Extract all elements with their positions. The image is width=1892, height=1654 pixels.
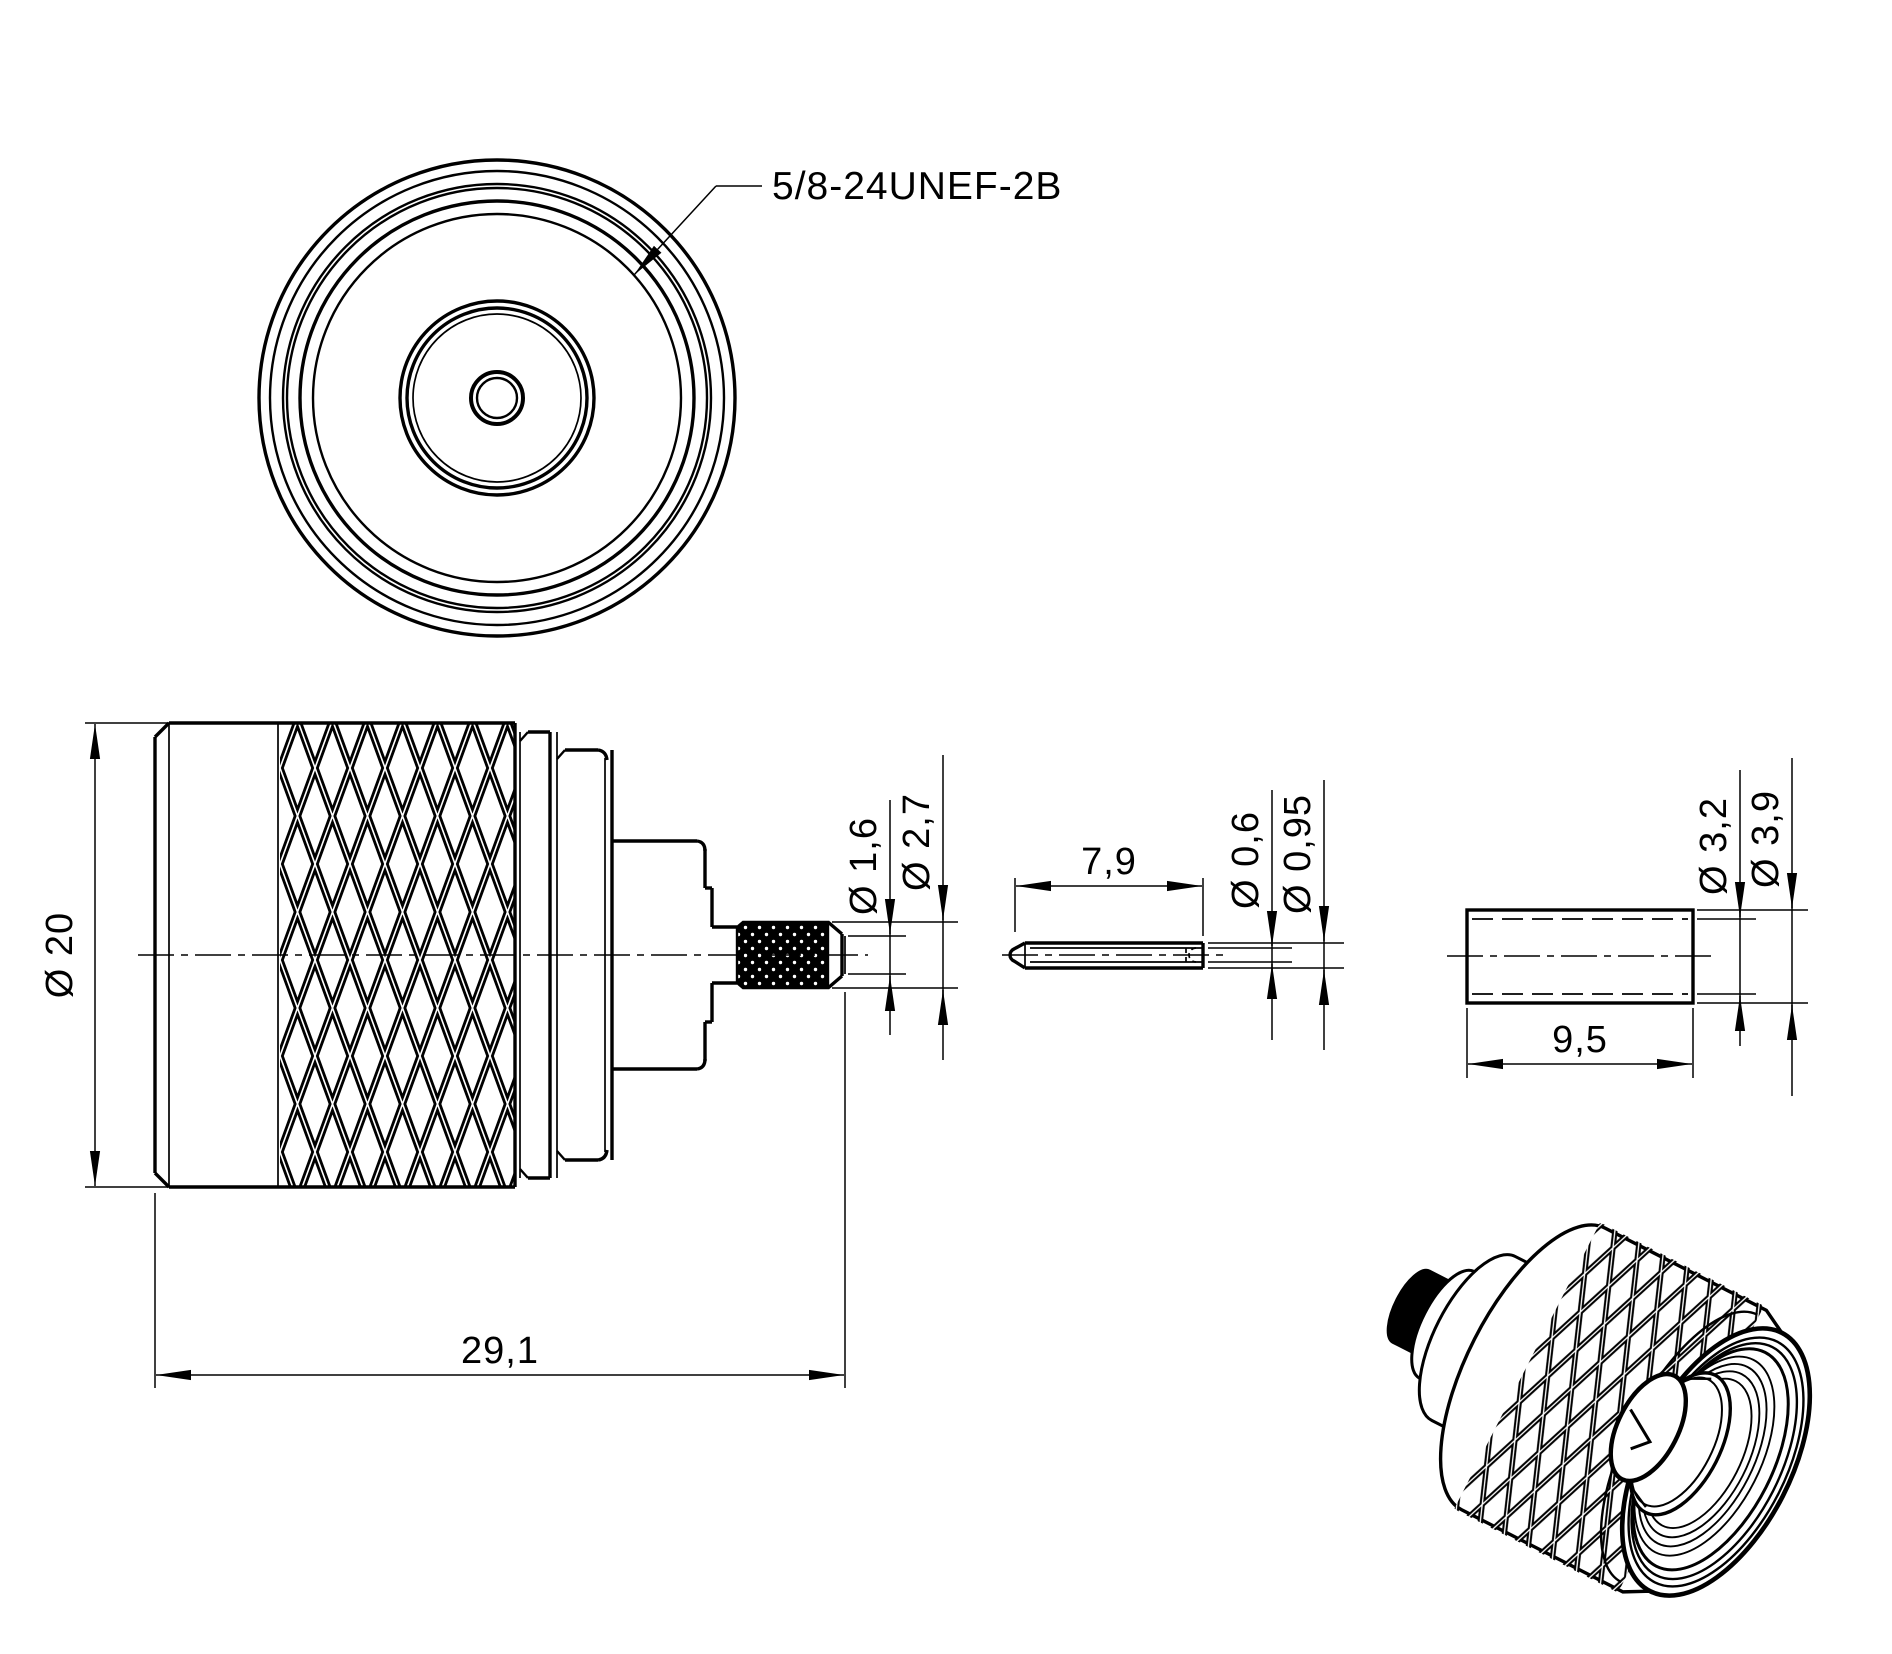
pin-body-diameter-value: Ø 0,95 [1277,794,1319,914]
pin-length-value: 7,9 [1081,841,1137,883]
dim-pin-body-diameter: Ø 0,95 [1208,780,1344,1050]
side-view: Ø 20 29,1 Ø 1,6 Ø 2,7 [39,721,958,1388]
iso-center-pin [1629,1408,1653,1451]
dim-body-length: 29,1 [154,992,846,1388]
ferrule-length-value: 9,5 [1552,1019,1608,1061]
crimp-knurl-diameter-value: Ø 2,7 [896,793,938,891]
pin-view: 7,9 Ø 0,6 Ø 0,95 [1002,780,1344,1050]
iso-dielectric-face [1608,1371,1689,1484]
dim-ferrule-inner-diameter: Ø 3,2 [1693,770,1756,1046]
ferrule-view: Ø 3,2 Ø 3,9 9,5 [1447,758,1808,1096]
pin-tail-diameter-value: Ø 0,6 [1225,811,1267,909]
thread-leader-line [633,185,717,276]
dim-pin-length: 7,9 [1014,841,1204,936]
dim-crimp-knurl-diameter: Ø 2,7 [832,755,958,1060]
dim-pin-tail-diameter: Ø 0,6 [1208,790,1292,1040]
front-view: 5/8-24UNEF-2B [257,158,1062,638]
dim-ferrule-outer-diameter: Ø 3,9 [1697,758,1808,1096]
body-diameter-value: Ø 20 [39,912,81,998]
dim-ferrule-length: 9,5 [1466,1008,1694,1078]
iso-view [1386,1222,1813,1598]
thread-spec-label: 5/8-24UNEF-2B [772,165,1062,208]
iso-knurl-texture [1454,1222,1765,1593]
rear-bore-diameter-value: Ø 1,6 [843,817,885,915]
dim-body-diameter: Ø 20 [39,722,170,1188]
dim-rear-bore-diameter: Ø 1,6 [843,800,906,1035]
front-view-circles [257,158,737,638]
ferrule-outer-diameter-value: Ø 3,9 [1745,790,1787,888]
thread-callout: 5/8-24UNEF-2B [633,165,1062,276]
ferrule-inner-diameter-value: Ø 3,2 [1693,797,1735,895]
body-length-value: 29,1 [461,1330,539,1372]
